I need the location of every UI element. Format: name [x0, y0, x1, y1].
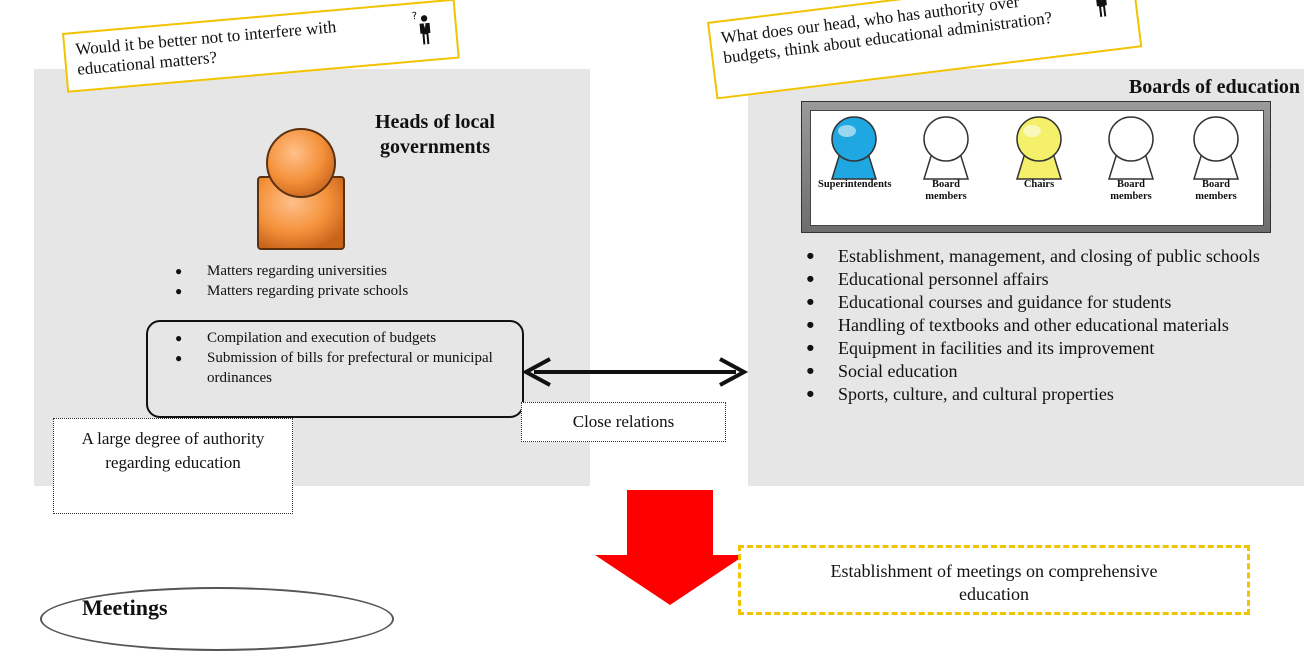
- list-item: Sports, culture, and cultural properties: [806, 383, 1304, 406]
- list-item: Matters regarding universities: [175, 261, 535, 281]
- boards-question-text: What does our head, who has authority ov…: [719, 0, 1054, 68]
- member-label: Board members: [1110, 179, 1152, 202]
- close-relations-arrow: [521, 357, 749, 387]
- heads-question-bubble: Would it be better not to interfere with…: [62, 0, 460, 93]
- meetings-banner: Meetings: [40, 587, 394, 651]
- heads-matters-list: Matters regarding universities Matters r…: [175, 261, 535, 301]
- list-item: Educational courses and guidance for stu…: [806, 291, 1304, 314]
- boards-heading: Boards of education: [1128, 76, 1300, 98]
- member-label: Board members: [1195, 179, 1237, 202]
- list-item: Handling of textbooks and other educatio…: [806, 314, 1304, 337]
- member-figure: [830, 116, 878, 180]
- board-member: Board members: [1180, 113, 1252, 223]
- list-item: Compilation and execution of budgets: [175, 328, 515, 348]
- thinking-person-icon: ?: [1095, 0, 1107, 18]
- member-figure: [922, 116, 970, 180]
- thinking-person-icon: ?: [411, 11, 431, 45]
- list-item: Matters regarding private schools: [175, 281, 535, 301]
- list-item: Social education: [806, 360, 1304, 383]
- member-label: Superintendents: [818, 179, 892, 190]
- member-figure: [1015, 116, 1063, 180]
- board-member: Board members: [1095, 113, 1167, 223]
- list-item: Submission of bills for prefectural or m…: [175, 348, 515, 388]
- board-member: Superintendents: [818, 113, 892, 223]
- list-item: Equipment in facilities and its improvem…: [806, 337, 1304, 360]
- boards-question-bubble: What does our head, who has authority ov…: [707, 0, 1143, 100]
- member-label: Board members: [925, 179, 967, 202]
- list-item: Educational personnel affairs: [806, 268, 1304, 291]
- member-figure: [1192, 116, 1240, 180]
- svg-text:?: ?: [411, 11, 417, 22]
- list-item: Establishment, management, and closing o…: [806, 245, 1304, 268]
- authority-note: A large degree of authority regarding ed…: [53, 418, 293, 514]
- heads-heading: Heads of local governments: [375, 111, 495, 158]
- down-arrow: [595, 490, 745, 605]
- budget-items-list: Compilation and execution of budgets Sub…: [175, 328, 515, 388]
- boards-duties-list: Establishment, management, and closing o…: [806, 245, 1304, 406]
- member-figure: [1107, 116, 1155, 180]
- head-of-government-figure: [257, 128, 345, 250]
- board-member: Chairs: [1003, 113, 1075, 223]
- close-relations-label: Close relations: [521, 402, 726, 442]
- board-member: Board members: [910, 113, 982, 223]
- member-label: Chairs: [1023, 179, 1055, 190]
